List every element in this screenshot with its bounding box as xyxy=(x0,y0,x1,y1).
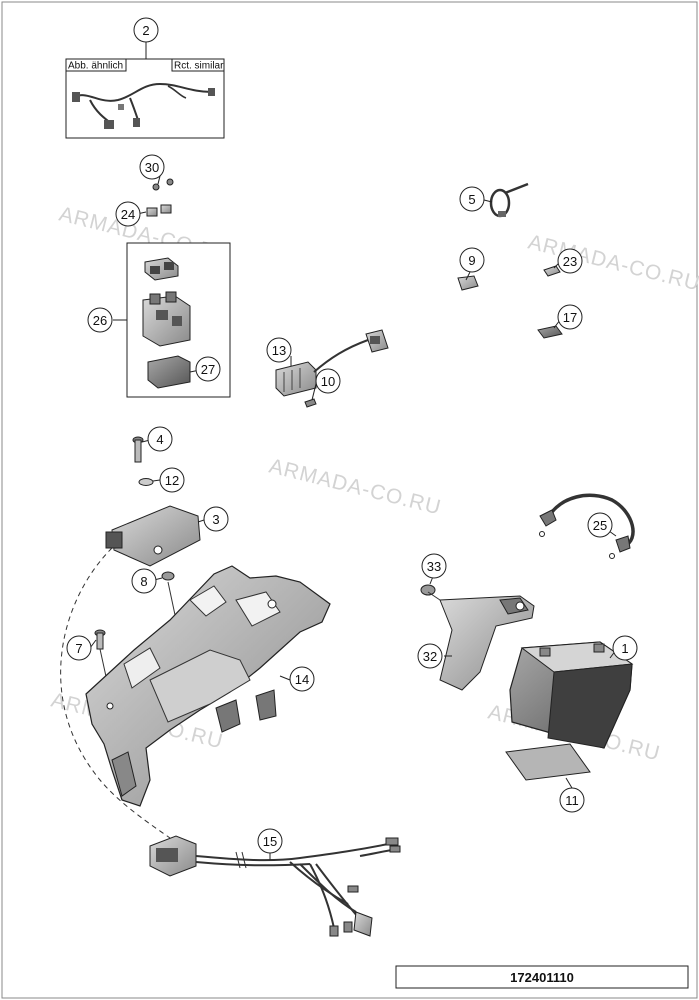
callout-10: 10 xyxy=(315,368,341,394)
part-11-battery-pad xyxy=(505,743,591,781)
svg-text:5: 5 xyxy=(468,192,475,207)
document-number-box: 172401110 xyxy=(395,965,689,989)
svg-text:23: 23 xyxy=(563,254,577,269)
svg-text:26: 26 xyxy=(93,313,107,328)
callout-27: 27 xyxy=(195,356,221,382)
svg-text:1: 1 xyxy=(621,641,628,656)
callout-2: 2 xyxy=(133,17,159,43)
svg-text:15: 15 xyxy=(263,834,277,849)
part-12-washer xyxy=(138,478,154,486)
part-23-clip xyxy=(543,265,561,277)
svg-text:13: 13 xyxy=(272,343,286,358)
svg-text:2: 2 xyxy=(142,23,149,38)
callout-4: 4 xyxy=(147,426,173,452)
part-15-harness xyxy=(149,835,401,937)
callout-30: 30 xyxy=(139,154,165,180)
callout-26: 26 xyxy=(87,307,113,333)
part-8-spacer xyxy=(161,571,175,581)
part-32-bracket xyxy=(427,591,535,691)
part-33-nut xyxy=(420,584,436,596)
svg-text:30: 30 xyxy=(145,160,159,175)
callout-3: 3 xyxy=(203,506,229,532)
part-5-cable-tie xyxy=(489,182,529,218)
svg-text:27: 27 xyxy=(201,362,215,377)
callout-24: 24 xyxy=(115,201,141,227)
part-10-screw xyxy=(304,398,317,408)
svg-text:9: 9 xyxy=(468,253,475,268)
callout-33: 33 xyxy=(421,553,447,579)
callout-15: 15 xyxy=(257,828,283,854)
watermark-3: ARMADA-CO.RU xyxy=(267,455,444,520)
part-14-battery-compartment xyxy=(85,565,331,807)
callout-7: 7 xyxy=(66,635,92,661)
svg-text:33: 33 xyxy=(427,559,441,574)
callout-1: 1 xyxy=(612,635,638,661)
part-2-harness-box: Abb. ähnlich Rct. similar xyxy=(65,58,225,139)
callout-8: 8 xyxy=(131,568,157,594)
svg-text:11: 11 xyxy=(565,793,579,808)
callout-23: 23 xyxy=(557,248,583,274)
svg-text:17: 17 xyxy=(563,310,577,325)
svg-text:25: 25 xyxy=(593,518,607,533)
part-9-grommet xyxy=(457,275,479,291)
callouts: 2 30 24 26 27 5 9 23 17 13 10 4 12 3 8 7… xyxy=(66,17,638,854)
part-13-voltage-regulator xyxy=(275,329,389,397)
callout-12: 12 xyxy=(159,467,185,493)
callout-17: 17 xyxy=(557,304,583,330)
svg-text:3: 3 xyxy=(212,512,219,527)
callout-25: 25 xyxy=(587,512,613,538)
part-7-bolt xyxy=(94,629,106,650)
callout-9: 9 xyxy=(459,247,485,273)
svg-text:8: 8 xyxy=(140,574,147,589)
svg-text:4: 4 xyxy=(156,432,163,447)
callout-32: 32 xyxy=(417,643,443,669)
part-17-connector xyxy=(537,325,563,339)
svg-text:14: 14 xyxy=(295,672,309,687)
connection-line-3-15 xyxy=(60,547,171,839)
label-abb-aehnlich: Abb. ähnlich xyxy=(68,61,123,72)
callout-5: 5 xyxy=(459,186,485,212)
svg-text:10: 10 xyxy=(321,374,335,389)
document-number: 172401110 xyxy=(510,970,574,985)
part-3-control-unit xyxy=(105,505,201,567)
part-30-screws xyxy=(152,178,174,191)
svg-text:24: 24 xyxy=(121,207,135,222)
part-1-battery xyxy=(509,641,634,749)
part-24-fuses xyxy=(146,204,172,217)
watermark-2: ARMADA-CO.RU xyxy=(526,231,699,296)
svg-text:12: 12 xyxy=(165,473,179,488)
callout-13: 13 xyxy=(266,337,292,363)
callout-11: 11 xyxy=(559,787,585,813)
svg-text:32: 32 xyxy=(423,649,437,664)
callout-14: 14 xyxy=(289,666,315,692)
part-25-battery-cable xyxy=(539,493,635,559)
svg-text:7: 7 xyxy=(75,641,82,656)
label-rct-similar: Rct. similar xyxy=(174,61,224,72)
part-4-bolt xyxy=(132,436,144,463)
